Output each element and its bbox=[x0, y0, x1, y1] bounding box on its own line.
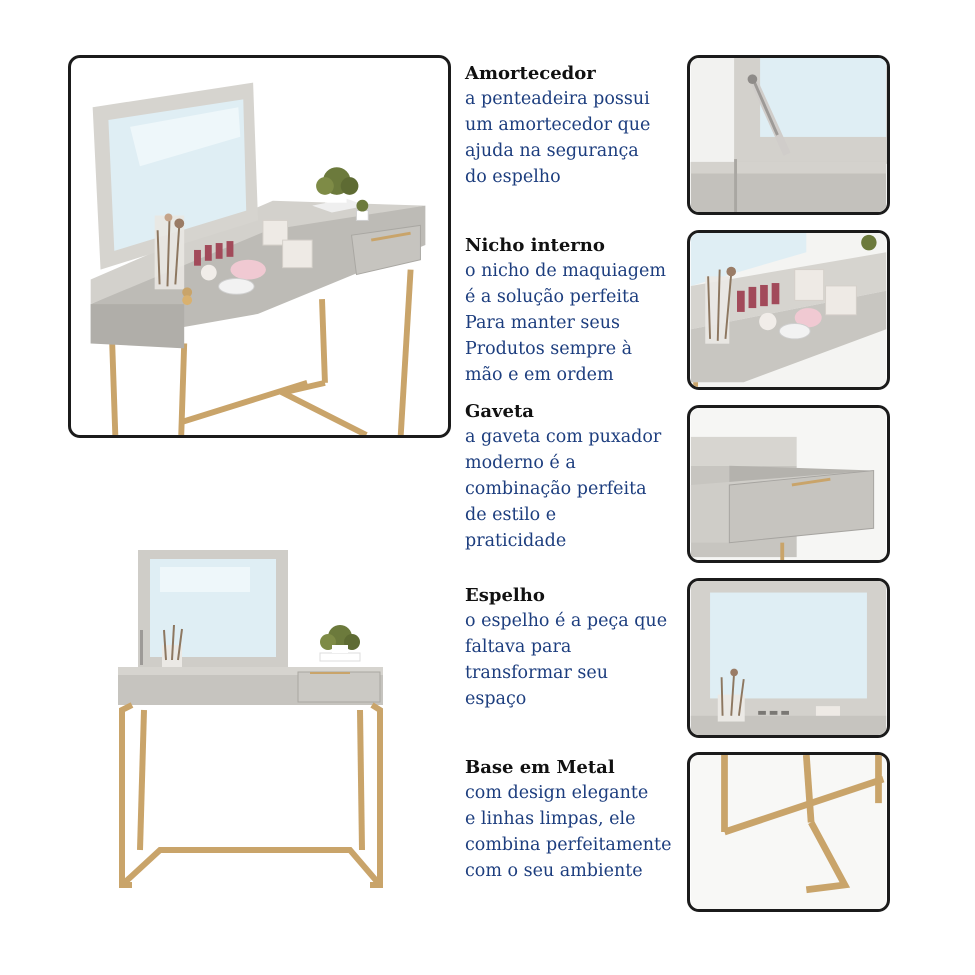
feature-text-line: mão e em ordem bbox=[465, 365, 614, 385]
detail-frame-nicho bbox=[687, 230, 890, 390]
feature-text-line: o nicho de maquiagem bbox=[465, 261, 666, 281]
feature-text-line: Produtos sempre à bbox=[465, 339, 633, 359]
amortecedor-detail-image bbox=[690, 58, 887, 212]
feature-title: Amortecedor bbox=[465, 63, 596, 84]
espelho-detail-image bbox=[690, 581, 887, 735]
feature-text-line: de estilo e bbox=[465, 505, 557, 525]
feature-title: Gaveta bbox=[465, 401, 534, 422]
feature-text-line: e linhas limpas, ele bbox=[465, 809, 636, 829]
detail-frame-espelho bbox=[687, 578, 890, 738]
vanity-angled-image bbox=[90, 82, 426, 435]
vanity-front-drawing bbox=[118, 550, 383, 888]
feature-amortecedor: Amortecedor a penteadeira possui um amor… bbox=[465, 62, 680, 190]
feature-title: Espelho bbox=[465, 585, 545, 606]
feature-text-line: moderno é a bbox=[465, 453, 576, 473]
feature-base-metal: Base em Metal com design elegante e linh… bbox=[465, 756, 680, 884]
gaveta-detail-image bbox=[690, 408, 887, 560]
feature-text-line: combina perfeitamente bbox=[465, 835, 672, 855]
feature-text-line: praticidade bbox=[465, 531, 567, 551]
feature-espelho: Espelho o espelho é a peça que faltava p… bbox=[465, 584, 680, 712]
feature-text-line: com o seu ambiente bbox=[465, 861, 643, 881]
base-metal-detail-image bbox=[690, 755, 887, 909]
feature-text-line: com design elegante bbox=[465, 783, 649, 803]
vanity-front-image bbox=[110, 545, 400, 890]
nicho-detail-image bbox=[690, 233, 887, 387]
feature-text-line: um amortecedor que bbox=[465, 115, 651, 135]
feature-text-line: a penteadeira possui bbox=[465, 89, 650, 109]
feature-nicho-interno: Nicho interno o nicho de maquiagem é a s… bbox=[465, 234, 680, 388]
detail-frame-amortecedor bbox=[687, 55, 890, 215]
feature-gaveta: Gaveta a gaveta com puxador moderno é a … bbox=[465, 400, 680, 554]
feature-text-line: espaço bbox=[465, 689, 527, 709]
feature-text-line: Para manter seus bbox=[465, 313, 620, 333]
feature-text-line: transformar seu bbox=[465, 663, 609, 683]
feature-text-line: faltava para bbox=[465, 637, 572, 657]
feature-text-line: combinação perfeita bbox=[465, 479, 647, 499]
main-product-frame bbox=[68, 55, 451, 438]
feature-text-line: é a solução perfeita bbox=[465, 287, 640, 307]
detail-frame-gaveta bbox=[687, 405, 890, 563]
feature-title: Base em Metal bbox=[465, 757, 615, 778]
feature-text-line: do espelho bbox=[465, 167, 561, 187]
feature-text-line: ajuda na segurança bbox=[465, 141, 639, 161]
detail-frame-base-metal bbox=[687, 752, 890, 912]
feature-title: Nicho interno bbox=[465, 235, 605, 256]
feature-text-line: o espelho é a peça que bbox=[465, 611, 668, 631]
feature-text-line: a gaveta com puxador bbox=[465, 427, 662, 447]
